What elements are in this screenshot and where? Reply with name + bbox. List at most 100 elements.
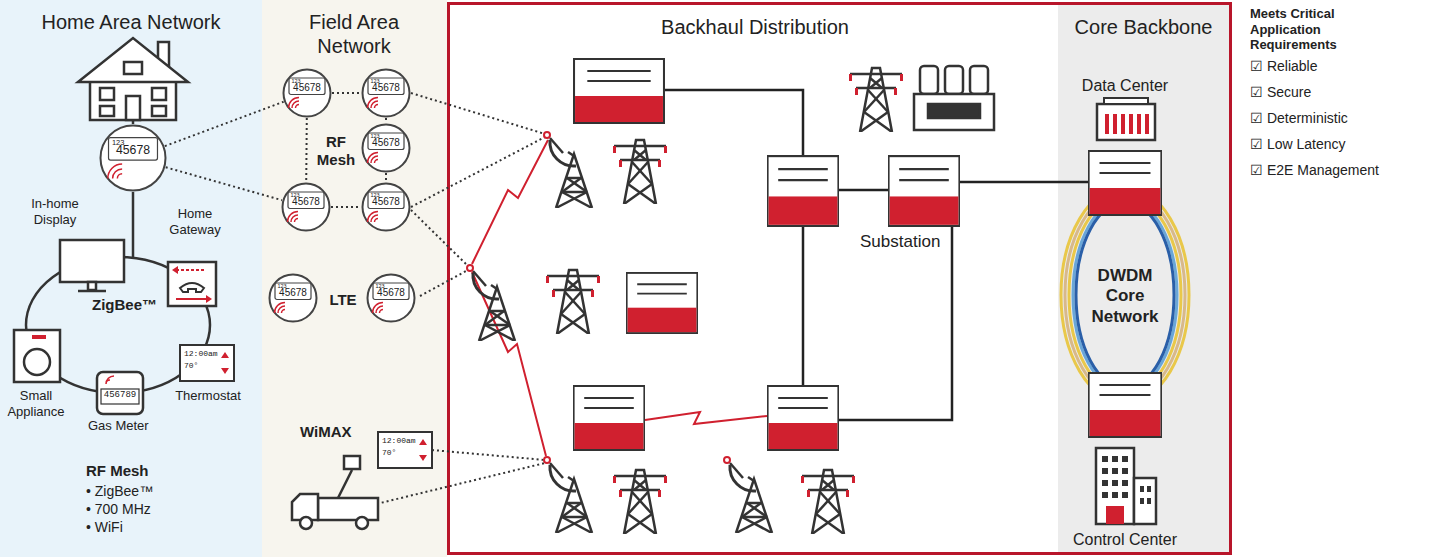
caption-label: Home Gateway	[158, 206, 232, 237]
mesh-link	[385, 118, 387, 123]
mesh-link	[166, 167, 282, 200]
router	[889, 156, 959, 226]
meter-outline	[361, 123, 411, 173]
mesh-link	[305, 118, 308, 182]
router	[627, 273, 697, 333]
meter-reading: 45678	[289, 83, 325, 93]
power-tower	[613, 470, 667, 534]
mesh-link	[331, 206, 361, 208]
caption-label: Thermostat	[168, 388, 248, 404]
home-link	[132, 192, 135, 258]
backbone-lines	[665, 90, 1088, 420]
power-tower	[801, 470, 855, 534]
caption-label: ☑ Secure	[1250, 84, 1430, 101]
smart-meter: 12345678	[282, 68, 332, 118]
caption-label: WiMAX	[300, 423, 370, 441]
router	[1089, 373, 1161, 437]
smart-meter: 12345678	[366, 273, 416, 323]
radio-tower	[724, 457, 772, 533]
smart-meter: 12345678	[268, 273, 318, 323]
gas-meter	[97, 372, 143, 414]
display-readout: 12:00am	[184, 350, 232, 359]
power-plant	[914, 66, 994, 130]
display-readout: 456789	[101, 391, 139, 401]
display-readout: 70°	[382, 449, 430, 458]
mesh-link	[332, 92, 361, 94]
caption-label: RF Mesh	[314, 133, 358, 169]
caption-label: RF Mesh	[86, 462, 206, 480]
control-center-building	[1096, 448, 1156, 524]
thermostat	[180, 345, 234, 381]
smart-meter: 12345678	[361, 123, 411, 173]
data-center-building	[1097, 98, 1155, 140]
home-gateway	[168, 262, 216, 306]
caption-label: ☑ Low Latency	[1250, 136, 1430, 153]
smart-meter: 12345678	[99, 124, 167, 192]
zone-heading: Backhaul Distribution	[450, 15, 1060, 39]
caption-label: Small Appliance	[0, 388, 72, 419]
display-readout: 12:00am	[382, 437, 430, 446]
bucket-truck	[292, 456, 378, 529]
smart-meter: 12345678	[361, 182, 411, 232]
dwdm-rings	[1061, 187, 1189, 403]
caption-label: ☑ E2E Management	[1250, 162, 1430, 179]
caption-label: Substation	[860, 232, 960, 252]
meter-outline	[268, 273, 318, 323]
caption-label: • 700 MHz	[86, 501, 206, 518]
meter-outline	[281, 182, 331, 232]
power-tower	[613, 140, 667, 204]
monitor	[60, 240, 124, 291]
mesh-link	[385, 173, 387, 182]
power-tower	[546, 270, 600, 334]
meter-reading: 45678	[368, 83, 404, 93]
caption-label: DWDM Core Network	[1080, 266, 1170, 327]
caption-label: Gas Meter	[88, 418, 168, 434]
caption-label: In-home Display	[18, 196, 92, 227]
zone-heading: Home Area Network	[0, 10, 262, 34]
smart-meter: 12345678	[281, 182, 331, 232]
caption-label: Meets Critical Application Requirements	[1250, 6, 1368, 53]
field-links	[372, 93, 545, 505]
router	[768, 156, 838, 226]
meter-outline	[282, 68, 332, 118]
caption-label: • WiFi	[86, 519, 206, 536]
meter-outline	[99, 124, 167, 192]
caption-label: LTE	[324, 291, 362, 309]
house	[78, 38, 188, 120]
thermostat	[378, 432, 432, 468]
router	[574, 386, 644, 450]
meter-reading: 45678	[368, 138, 404, 148]
meter-outline	[366, 273, 416, 323]
meter-reading: 45678	[373, 288, 409, 298]
meter-reading: 45678	[109, 144, 158, 156]
mesh-link	[165, 102, 284, 146]
zone-heading: Field Area Network	[274, 10, 434, 58]
wireless-links	[472, 140, 767, 456]
radio-tower	[544, 457, 592, 533]
caption-label: • ZigBee™	[86, 483, 206, 500]
meter-reading: 45678	[275, 288, 311, 298]
network-zone: Field Area Network1234567812345678123456…	[262, 0, 447, 557]
caption-label: Data Center	[1055, 76, 1195, 95]
radio-tower	[467, 265, 515, 341]
smart-meter: 12345678	[361, 68, 411, 118]
caption-label: ☑ Reliable	[1250, 58, 1430, 75]
meter-outline	[361, 182, 411, 232]
service-line	[132, 120, 135, 124]
power-tower	[849, 68, 903, 132]
caption-label: ☑ Deterministic	[1250, 110, 1430, 127]
router	[574, 59, 664, 123]
radio-tower	[544, 132, 592, 208]
display-readout: 70°	[184, 362, 232, 371]
zone-heading: Core Backbone	[1058, 15, 1229, 39]
caption-label: Control Center	[1045, 530, 1205, 549]
washer	[14, 330, 60, 382]
router	[768, 386, 838, 450]
router	[1089, 151, 1161, 215]
meter-reading: 45678	[288, 197, 324, 207]
meter-outline	[361, 68, 411, 118]
meter-reading: 45678	[368, 197, 404, 207]
